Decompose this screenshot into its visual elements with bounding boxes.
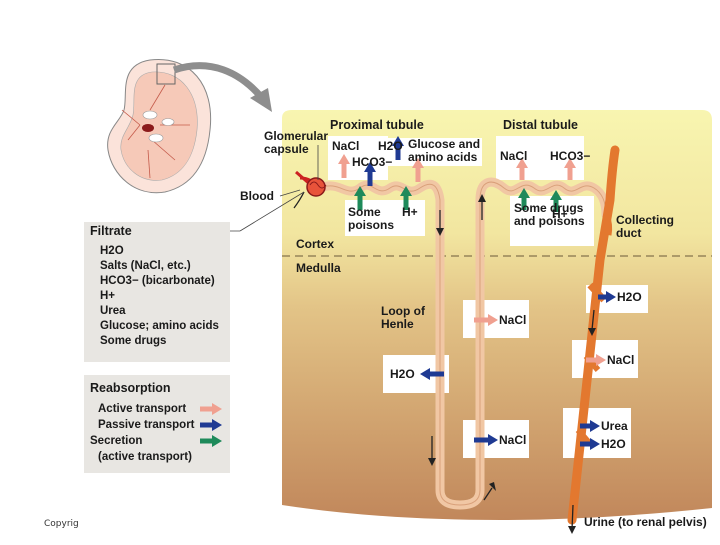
distal-some-drugs-label: Some drugs and poisons [514,201,585,228]
duct-urea-label: Urea [601,419,628,433]
distal-tubule-label: Distal tubule [503,118,579,132]
blood-label: Blood [240,189,274,203]
medulla-arrows [420,291,616,450]
proximal-nacl-label: NaCl [332,139,360,153]
proximal-glucose-label: Glucose and amino acids [408,137,481,164]
loop-of-henle-label: Loop of Henle [381,304,425,331]
proximal-h2o-label: H2O [378,139,403,153]
filtrate-item: Some drugs [100,335,167,347]
zoom-arrow-head [250,88,272,112]
filtrate-item: H2O [100,245,124,257]
proximal-hco3-label: HCO3− [352,155,393,169]
zoom-arrow [172,62,265,101]
filtrate-item: Urea [100,305,126,317]
secretion-icon [212,435,222,447]
duct-h2o-top-label: H2O [617,290,642,304]
legend-active: Active transport [98,403,187,415]
urine-label: Urine (to renal pelvis) [584,515,707,529]
legend-secretion: Secretion [90,435,143,447]
collecting-duct-label: Collecting duct [616,213,675,240]
proximal-some-poisons-label: Some poisons [348,205,395,232]
filtrate-item: Glucose; amino acids [100,320,219,332]
passive-transport-icon [212,419,222,431]
loop-h2o-label: H2O [390,367,415,381]
copyright-text: Copyrig [44,519,79,529]
flow-arrows [293,191,595,531]
legend-title: Reabsorption [90,381,171,395]
filtrate-title: Filtrate [90,224,132,238]
medulla-label: Medulla [296,261,341,275]
legend-secretion-note: (active transport) [98,451,192,463]
filtrate-item: HCO3− (bicarbonate) [100,275,215,287]
kidney-thumbnail [107,58,212,194]
proximal-h-plus-label: H+ [402,205,418,219]
glomerular-capsule-label: Glomerular capsule [264,129,329,156]
loop-nacl-lower-label: NaCl [499,433,527,447]
glomerulus-icon [306,177,326,197]
filtrate-panel [84,222,230,362]
active-transport-icon [212,403,222,415]
cortex-label: Cortex [296,237,335,251]
duct-nacl-label: NaCl [607,353,635,367]
distal-arrows [516,158,576,212]
filtrate-item: Salts (NaCl, etc.) [100,260,191,272]
proximal-arrows [338,136,424,210]
loop-nacl-label: NaCl [499,313,527,327]
proximal-tubule-label: Proximal tubule [330,118,424,132]
filtrate-item: H+ [100,290,116,302]
legend-passive: Passive transport [98,419,195,431]
collecting-duct [567,145,620,525]
distal-hco3-label: HCO3− [550,149,591,163]
distal-h-plus-label: H+ [552,207,568,221]
duct-h2o-bottom-label: H2O [601,437,626,451]
distal-nacl-label: NaCl [500,149,528,163]
